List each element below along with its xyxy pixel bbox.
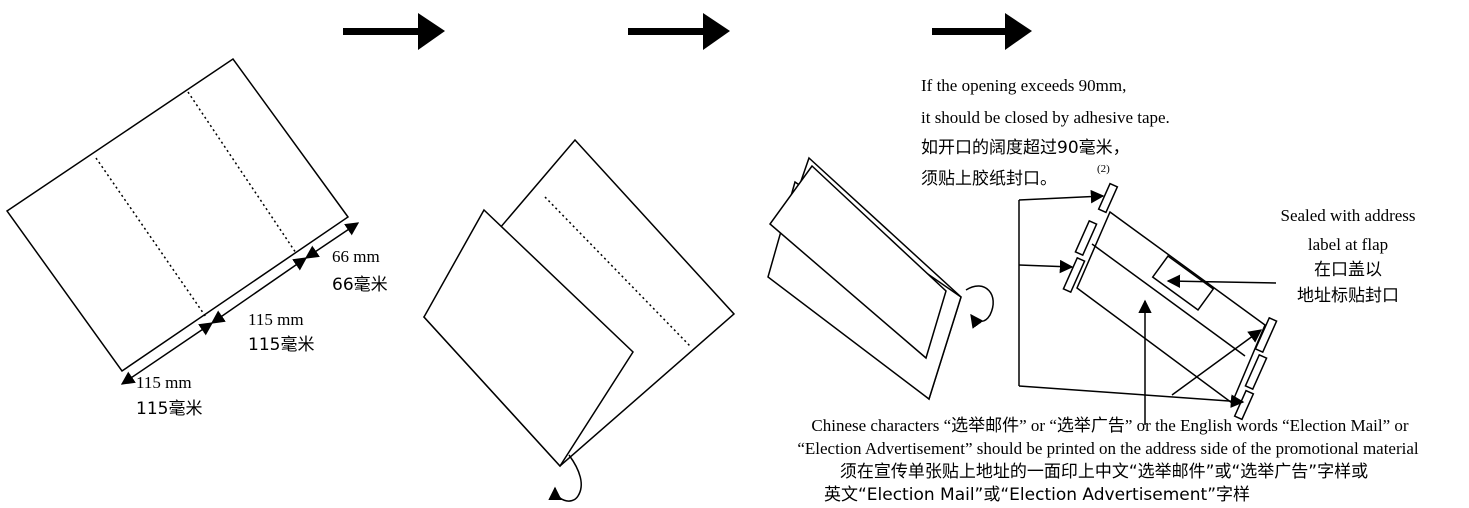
step1-sheet <box>5 57 350 373</box>
election-mail-caption: Chinese characters “选举邮件” or “选举广告” or t… <box>797 416 1419 505</box>
callout-arrows <box>1138 274 1277 425</box>
step-arrow-1 <box>343 13 445 50</box>
step2-fold-turn-arrow <box>548 454 582 502</box>
step-arrow-3 <box>932 13 1032 50</box>
tape-bracket-lines <box>1018 189 1245 408</box>
dim-115-b-cn-label: 115毫米 <box>136 399 202 419</box>
dim-115-a-mm-label: 115 mm <box>248 310 304 329</box>
opening-note-line-1: If the opening exceeds 90mm, <box>921 76 1126 95</box>
dim-66-cn-label: 66毫米 <box>332 275 388 295</box>
caption-line-3: 须在宣传单张贴上地址的一面印上中文“选举邮件”或“选举广告”字样或 <box>840 462 1368 482</box>
step3-fold-turn-arrow <box>965 285 994 329</box>
step4-sealed-mailer <box>1062 182 1278 421</box>
address-label <box>1151 254 1215 312</box>
dim-115-b-mm-label: 115 mm <box>136 373 192 392</box>
opening-note-line-4: 须贴上胶纸封口。 <box>921 169 1057 189</box>
step1-dimension-arrows <box>120 222 360 385</box>
dim-66-mm-label: 66 mm <box>332 247 380 266</box>
caption-line-2: “Election Advertisement” should be print… <box>797 439 1419 458</box>
sealed-note: Sealed with address label at flap 在口盖以 地… <box>1280 206 1415 306</box>
caption-line-1: Chinese characters “选举邮件” or “选举广告” or t… <box>811 416 1409 435</box>
sealed-note-line-2: label at flap <box>1308 235 1388 254</box>
sealed-note-line-4: 地址标贴封口 <box>1297 286 1399 306</box>
opening-note: If the opening exceeds 90mm, it should b… <box>921 76 1170 189</box>
opening-note-line-3: 如开口的阔度超过90毫米， <box>921 138 1130 158</box>
footnote-ref: (2) <box>1097 163 1110 175</box>
opening-note-line-2: it should be closed by adhesive tape. <box>921 108 1170 127</box>
sealed-note-line-3: 在口盖以 <box>1314 260 1382 280</box>
sealed-note-line-1: Sealed with address <box>1280 206 1415 225</box>
step-arrow-2 <box>628 13 730 50</box>
step3-folded-sheet <box>767 156 962 401</box>
step2-folded-sheet <box>422 138 736 468</box>
caption-line-4: 英文“Election Mail”或“Election Advertisemen… <box>824 485 1250 505</box>
dim-115-a-cn-label: 115毫米 <box>248 335 314 355</box>
